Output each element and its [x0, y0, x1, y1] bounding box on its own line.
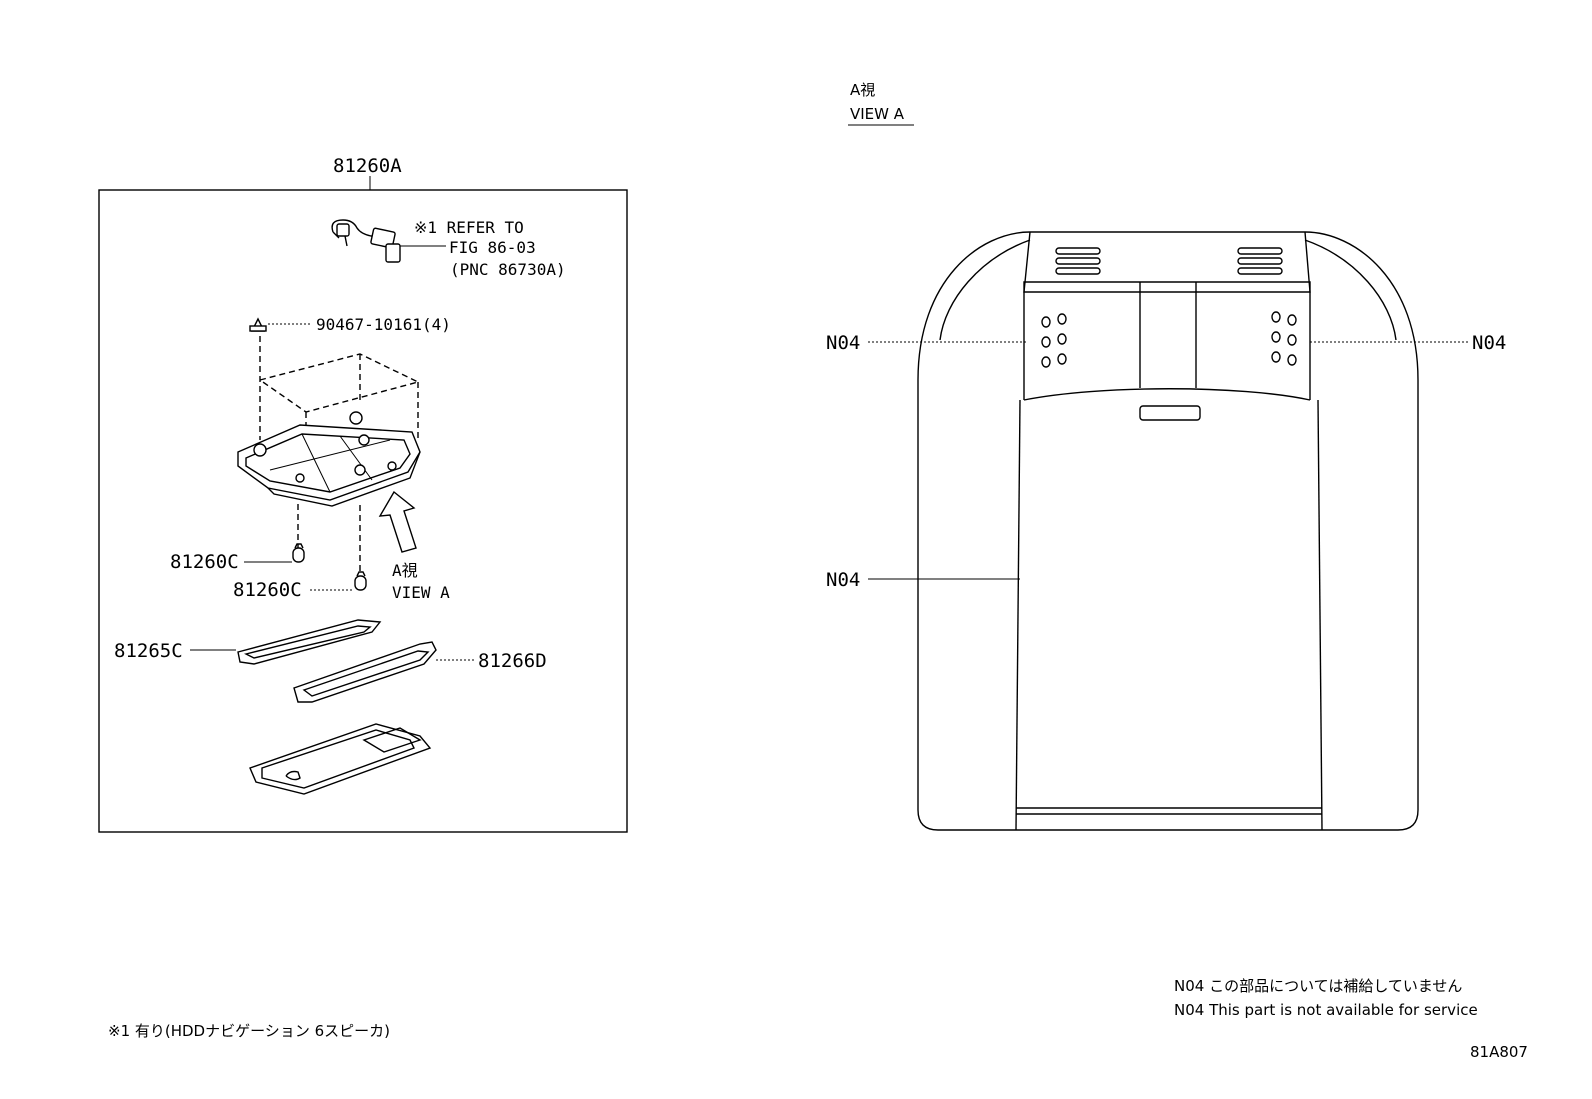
housing-body: [237, 411, 421, 507]
view-a-title-en: VIEW A: [850, 105, 905, 123]
wire-connector-icon: [331, 219, 401, 263]
note-ref-line2: FIG 86-03: [449, 238, 536, 257]
bulb-icon: [292, 543, 305, 563]
lid-latch: [1139, 405, 1201, 421]
callout-left-bottom: N04: [826, 569, 860, 591]
arrow-view-en: VIEW A: [392, 583, 450, 602]
console-outline: [917, 231, 1419, 831]
bulb-part-2-label: 81260C: [233, 579, 302, 601]
footnote: ※1 有り(HDDナビゲーション 6スピーカ): [108, 1022, 390, 1040]
note-n04-en: N04 This part is not available for servi…: [1174, 1001, 1478, 1019]
bulb-icon: [354, 571, 367, 591]
assembly-frame: [98, 189, 628, 833]
lens-right: [293, 641, 437, 703]
base-plate: [249, 723, 432, 795]
main-part-label: 81260A: [333, 155, 402, 177]
vent-left: [1055, 247, 1101, 275]
holes-right: [1271, 311, 1297, 366]
callout-right-top: N04: [1472, 332, 1506, 354]
view-arrow-icon: [378, 490, 417, 553]
assembly-group: 81260A ※1 REFER TO FIG 86-03 (PNC 86730A…: [98, 155, 628, 833]
note-ref-line3: (PNC 86730A): [450, 260, 566, 279]
figure-code: 81A807: [1470, 1043, 1528, 1061]
bulb-part-1-label: 81260C: [170, 551, 239, 573]
lens-left-label: 81265C: [114, 640, 183, 662]
note-ref-line1: ※1 REFER TO: [414, 218, 524, 237]
lens-left: [237, 619, 382, 665]
note-n04-jp: N04 この部品については補給していません: [1174, 977, 1462, 995]
arrow-view-jp: A視: [392, 561, 418, 580]
lens-right-label: 81266D: [478, 650, 547, 672]
holes-left: [1041, 313, 1067, 368]
vent-right: [1237, 247, 1283, 275]
view-a-group: A視 VIEW A: [826, 81, 1506, 831]
view-a-title-jp: A視: [850, 81, 875, 99]
callout-left-top: N04: [826, 332, 860, 354]
clip-icon: [249, 317, 267, 332]
screw-part-label: 90467-10161(4): [316, 315, 451, 334]
